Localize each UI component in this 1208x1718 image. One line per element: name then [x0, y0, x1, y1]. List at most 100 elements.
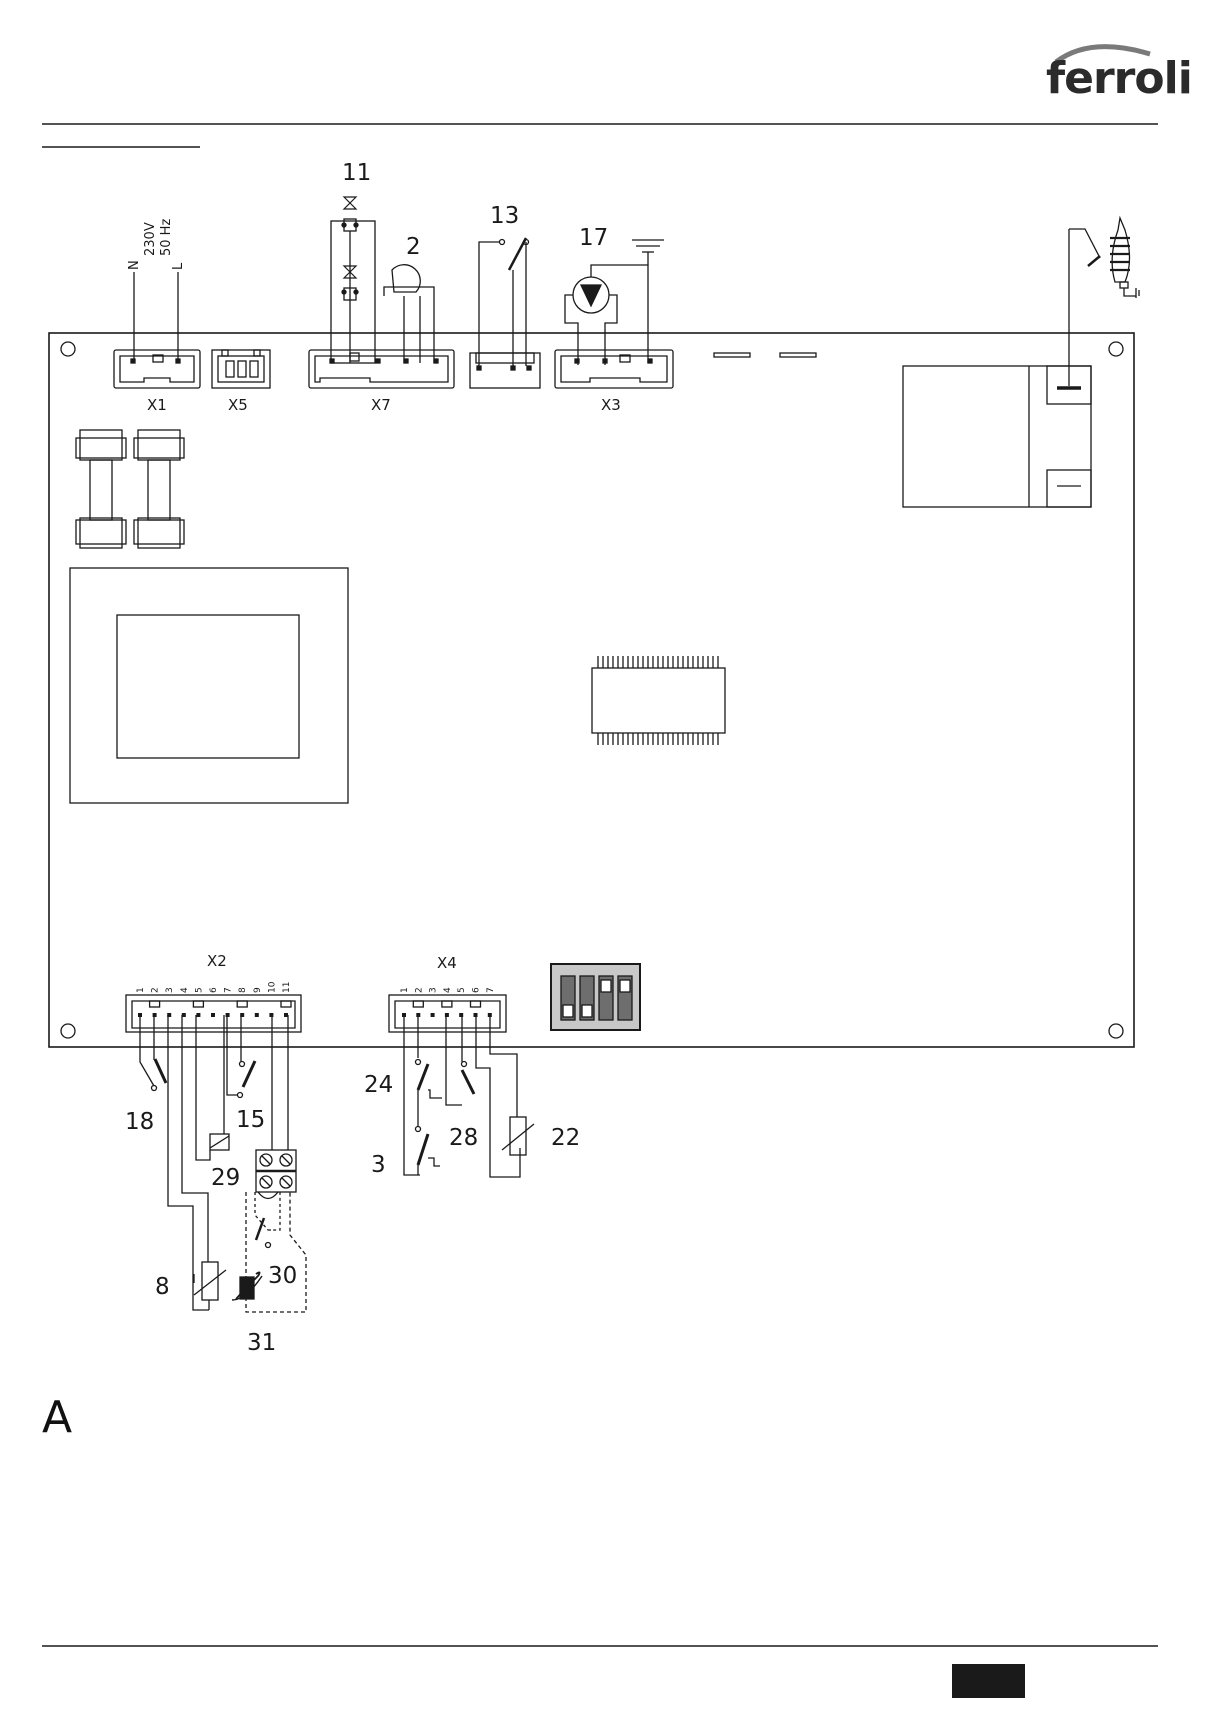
x2-pin-key — [280, 1000, 292, 1008]
component-22-label: 22 — [551, 1125, 580, 1151]
x2-pin — [211, 1013, 215, 1017]
connector-x5 — [211, 349, 271, 389]
component-3-label: 3 — [371, 1152, 386, 1178]
component-31-label: 31 — [247, 1330, 276, 1356]
component-11-label: 11 — [342, 160, 371, 186]
mounting-hole — [60, 341, 76, 357]
mounting-hole — [1108, 341, 1124, 357]
connector-x4-label: X4 — [437, 954, 457, 972]
x4-pin — [459, 1013, 464, 1017]
microcontroller-chip — [591, 656, 726, 745]
x4-pin — [444, 1013, 449, 1017]
connector-x2-label: X2 — [207, 952, 227, 970]
x2-pin — [240, 1013, 245, 1017]
supply-voltage-label: 230V — [143, 222, 158, 256]
component-28-label: 28 — [449, 1125, 478, 1151]
supply-frequency-label: 50 Hz — [159, 219, 174, 256]
x2-pin-label: 6 — [209, 987, 219, 993]
x4-pin-label: 1 — [400, 987, 410, 993]
x2-pin — [284, 1013, 288, 1017]
x2-pin-key — [192, 1000, 205, 1008]
fuse-2 — [133, 429, 185, 549]
x2-pin — [254, 1013, 259, 1017]
connector-x7-label: X7 — [371, 396, 391, 414]
x2-pin-label: 7 — [224, 987, 234, 993]
connector-x3-label: X3 — [601, 396, 621, 414]
x2-pin-label: 2 — [151, 987, 161, 993]
sensor-8 — [167, 1015, 227, 1311]
control-board — [48, 332, 1135, 1048]
x4-pin-label: 7 — [486, 987, 496, 993]
remote-control-30 — [231, 1271, 263, 1301]
x4-pin-label: 6 — [472, 987, 482, 993]
x2-pin-label: 9 — [253, 987, 263, 993]
terminal-block — [255, 1015, 297, 1193]
x2-pin-label: 5 — [194, 987, 204, 993]
x2-pin — [167, 1013, 172, 1017]
page-tab — [952, 1664, 1025, 1698]
x2-pin-label: 4 — [180, 987, 190, 993]
circulating-pump — [564, 239, 664, 365]
mounting-hole — [1108, 1023, 1124, 1039]
x2-pin — [196, 1013, 201, 1017]
switch-28 — [445, 1015, 476, 1106]
x4-pin-label: 3 — [429, 987, 439, 993]
connector-x4 — [388, 994, 507, 1033]
component-30-label: 30 — [268, 1263, 297, 1289]
x4-pin-key — [412, 1000, 424, 1008]
section-label: A — [42, 1392, 72, 1443]
connector-x2 — [125, 994, 302, 1033]
ignition-transformer — [902, 229, 1092, 508]
connector-x1-label: X1 — [147, 396, 167, 414]
x4-pin-label: 5 — [457, 987, 467, 993]
switch-18 — [139, 1015, 168, 1092]
pressure-switch — [478, 237, 530, 366]
x2-pin-label: 11 — [282, 982, 292, 993]
component-29-label: 29 — [211, 1165, 240, 1191]
component-17-label: 17 — [579, 225, 608, 251]
switch-3 — [416, 1133, 440, 1175]
connector-x1 — [113, 349, 201, 389]
supply-neutral-label: N — [127, 260, 142, 270]
fuse-1 — [75, 429, 127, 549]
x4-pin-label: 2 — [414, 987, 424, 993]
brand-name: ferroli — [1046, 53, 1192, 104]
x4-pin-key — [441, 1000, 453, 1008]
supply-line-label: L — [171, 262, 186, 270]
transformer-core — [116, 614, 300, 759]
mounting-hole — [60, 1023, 76, 1039]
component-2-label: 2 — [406, 234, 421, 260]
x4-pin-label: 4 — [443, 987, 453, 993]
x2-pin-label: 10 — [267, 981, 277, 993]
switch-15 — [226, 1015, 257, 1099]
gas-valve — [330, 196, 376, 364]
connector-x5-label: X5 — [228, 396, 248, 414]
connector-pressure-switch — [469, 352, 541, 389]
component-13-label: 13 — [490, 203, 519, 229]
connector-x7 — [308, 349, 455, 389]
smd-component — [779, 352, 817, 358]
fan-motor — [383, 264, 435, 363]
sensor-22 — [475, 1015, 535, 1178]
x2-pin-key — [236, 1000, 248, 1008]
component-18-label: 18 — [125, 1109, 154, 1135]
x2-pin — [181, 1013, 186, 1017]
brand-logo: ferroli — [1046, 44, 1193, 104]
component-24-label: 24 — [364, 1072, 393, 1098]
x4-pin-key — [469, 1000, 482, 1008]
x2-pin-label: 8 — [238, 987, 248, 993]
transformer-outer — [69, 567, 349, 804]
smd-component — [713, 352, 751, 358]
x2-pin-label: 1 — [136, 987, 146, 993]
connector-x3 — [554, 349, 674, 389]
component-8-label: 8 — [155, 1274, 170, 1300]
switch-24 — [403, 1015, 442, 1176]
ignition-electrode — [1069, 215, 1140, 298]
room-thermostat-31 — [245, 1191, 307, 1313]
x2-pin-label: 3 — [165, 987, 175, 993]
component-15-label: 15 — [236, 1107, 265, 1133]
relay-29 — [195, 1015, 230, 1161]
x2-pin-key — [148, 1000, 161, 1008]
x4-pin — [430, 1013, 435, 1017]
